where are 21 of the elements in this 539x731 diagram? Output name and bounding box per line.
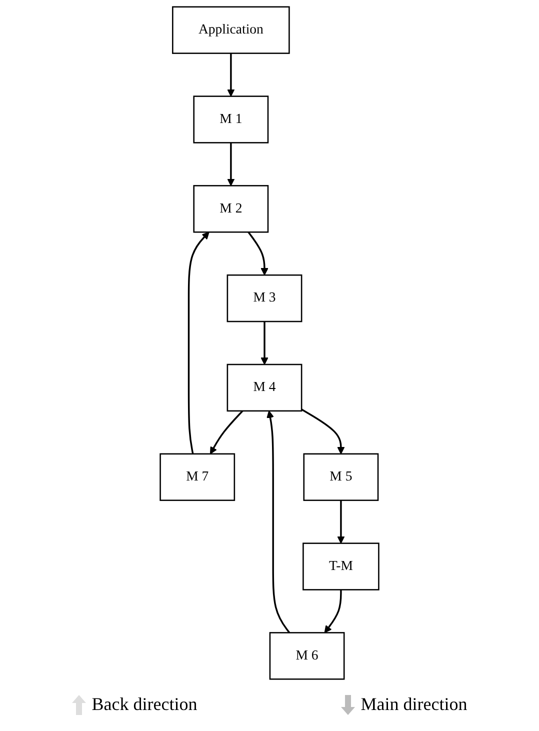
arrow xyxy=(324,590,342,634)
arrow xyxy=(248,232,268,276)
node-box: M 6 xyxy=(269,632,345,680)
arrow xyxy=(227,142,235,186)
node-box: T-M xyxy=(302,542,380,590)
arrow xyxy=(210,410,244,454)
arrow xyxy=(301,408,345,454)
arrow xyxy=(260,322,268,365)
node-box: M 5 xyxy=(303,453,379,501)
direction-label: Back direction xyxy=(92,694,198,715)
node-box: M 4 xyxy=(226,364,302,412)
node-box: M 2 xyxy=(193,185,269,233)
node-box: M 7 xyxy=(160,453,236,501)
node-box: Application xyxy=(172,6,290,54)
arrow xyxy=(227,53,235,97)
node-box: M 1 xyxy=(193,96,269,144)
arrow xyxy=(337,500,345,544)
arrow xyxy=(188,232,210,454)
node-box: M 3 xyxy=(226,274,302,322)
arrow xyxy=(266,410,290,634)
direction-label: Main direction xyxy=(360,694,468,715)
